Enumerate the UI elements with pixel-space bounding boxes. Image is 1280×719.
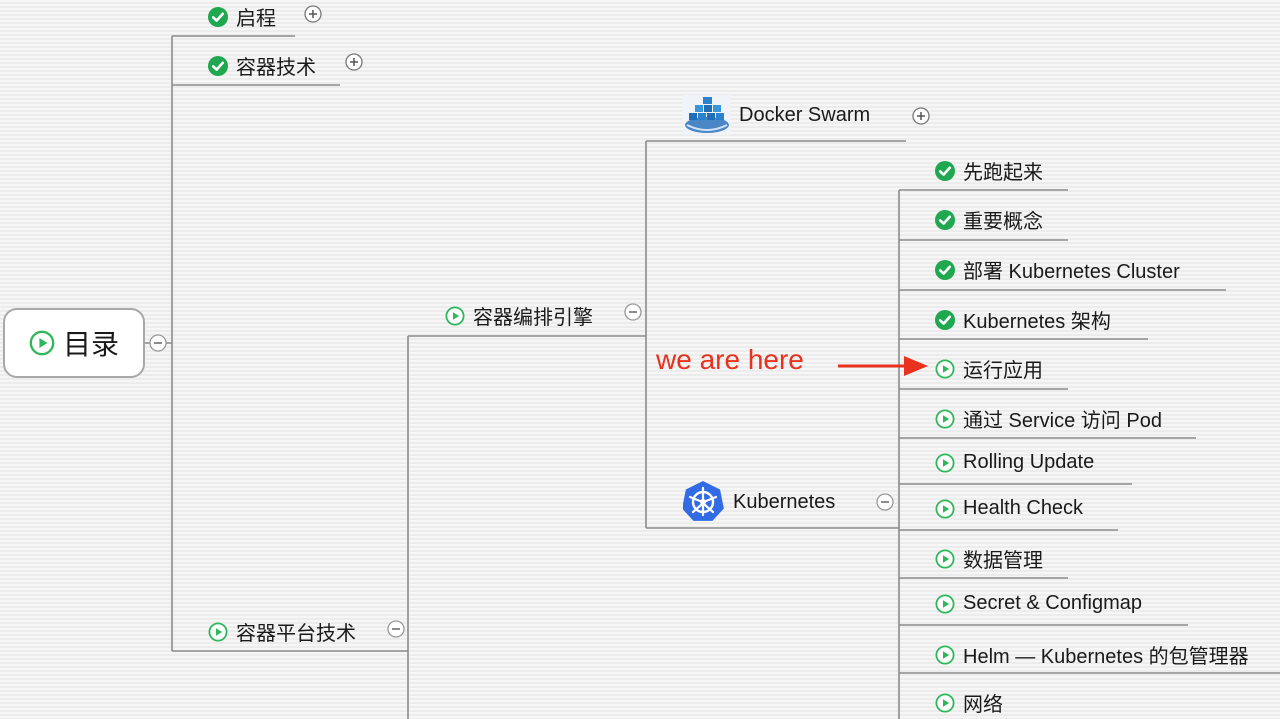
play-circle-icon	[935, 358, 955, 379]
topic-label: 先跑起来	[963, 162, 1043, 184]
topic-node[interactable]: Health Check	[935, 497, 1083, 520]
play-circle-icon	[935, 498, 955, 519]
root-node[interactable]: 目录	[3, 308, 145, 378]
topic-label: 运行应用	[963, 360, 1043, 382]
annotation-arrow	[838, 356, 928, 376]
root-label: 目录	[62, 329, 119, 360]
play-circle-icon	[935, 692, 955, 713]
topic-node[interactable]: 网络	[935, 688, 1003, 717]
node-orchestration-engine[interactable]: 容器编排引擎	[445, 301, 593, 330]
check-circle-icon	[208, 6, 228, 27]
topic-node[interactable]: Secret & Configmap	[935, 592, 1142, 615]
node-label: 容器技术	[236, 57, 316, 79]
topic-node[interactable]: Rolling Update	[935, 451, 1094, 474]
node-label: 容器编排引擎	[473, 307, 593, 329]
node-label: Docker Swarm	[739, 103, 871, 126]
collapse-minus-icon[interactable]	[876, 493, 894, 511]
node-kubernetes[interactable]: Kubernetes	[683, 480, 835, 524]
topic-node[interactable]: 运行应用	[935, 354, 1043, 383]
check-circle-icon	[935, 259, 955, 280]
collapse-minus-icon[interactable]	[624, 303, 642, 321]
node-label: 容器平台技术	[236, 623, 356, 645]
node-container-tech[interactable]: 容器技术	[208, 51, 316, 80]
annotation-we-are-here: we are here	[656, 344, 804, 375]
topic-node[interactable]: 数据管理	[935, 544, 1043, 573]
root-collapse-icon[interactable]	[149, 334, 167, 352]
play-circle-icon	[208, 621, 228, 642]
topic-label: Secret & Configmap	[963, 592, 1142, 614]
topic-label: 部署 Kubernetes Cluster	[963, 261, 1180, 283]
node-container-platform[interactable]: 容器平台技术	[208, 617, 356, 646]
check-circle-icon	[208, 55, 228, 76]
topic-label: Helm — Kubernetes 的包管理器	[963, 646, 1249, 668]
topic-node[interactable]: 通过 Service 访问 Pod	[935, 404, 1162, 433]
docker-swarm-icon	[683, 95, 731, 135]
check-circle-icon	[935, 209, 955, 230]
node-qicheng[interactable]: 启程	[208, 2, 276, 31]
node-label: Kubernetes	[733, 490, 836, 513]
topic-node[interactable]: Helm — Kubernetes 的包管理器	[935, 640, 1249, 669]
topic-label: Kubernetes 架构	[963, 311, 1111, 333]
play-circle-icon	[935, 593, 955, 614]
expand-plus-icon[interactable]	[912, 107, 930, 125]
topic-label: 重要概念	[963, 211, 1043, 233]
topic-node[interactable]: 先跑起来	[935, 156, 1043, 185]
topic-node[interactable]: Kubernetes 架构	[935, 305, 1111, 334]
check-circle-icon	[935, 309, 955, 330]
node-label: 启程	[236, 8, 276, 30]
node-docker-swarm[interactable]: Docker Swarm	[683, 95, 870, 135]
play-circle-icon	[935, 548, 955, 569]
kubernetes-icon	[683, 480, 724, 521]
expand-plus-icon[interactable]	[345, 53, 363, 71]
play-circle-icon	[935, 644, 955, 665]
topic-node[interactable]: 部署 Kubernetes Cluster	[935, 255, 1180, 284]
topic-label: 通过 Service 访问 Pod	[963, 410, 1162, 432]
topic-label: Rolling Update	[963, 451, 1095, 473]
play-circle-icon	[935, 408, 955, 429]
topic-label: 数据管理	[963, 550, 1043, 572]
play-circle-icon	[445, 305, 465, 326]
play-circle-icon	[935, 452, 955, 473]
topic-node[interactable]: 重要概念	[935, 205, 1043, 234]
play-circle-icon	[29, 330, 55, 356]
expand-plus-icon[interactable]	[304, 5, 322, 23]
topic-label: Health Check	[963, 497, 1084, 519]
check-circle-icon	[935, 160, 955, 181]
topic-label: 网络	[963, 694, 1003, 716]
collapse-minus-icon[interactable]	[387, 620, 405, 638]
